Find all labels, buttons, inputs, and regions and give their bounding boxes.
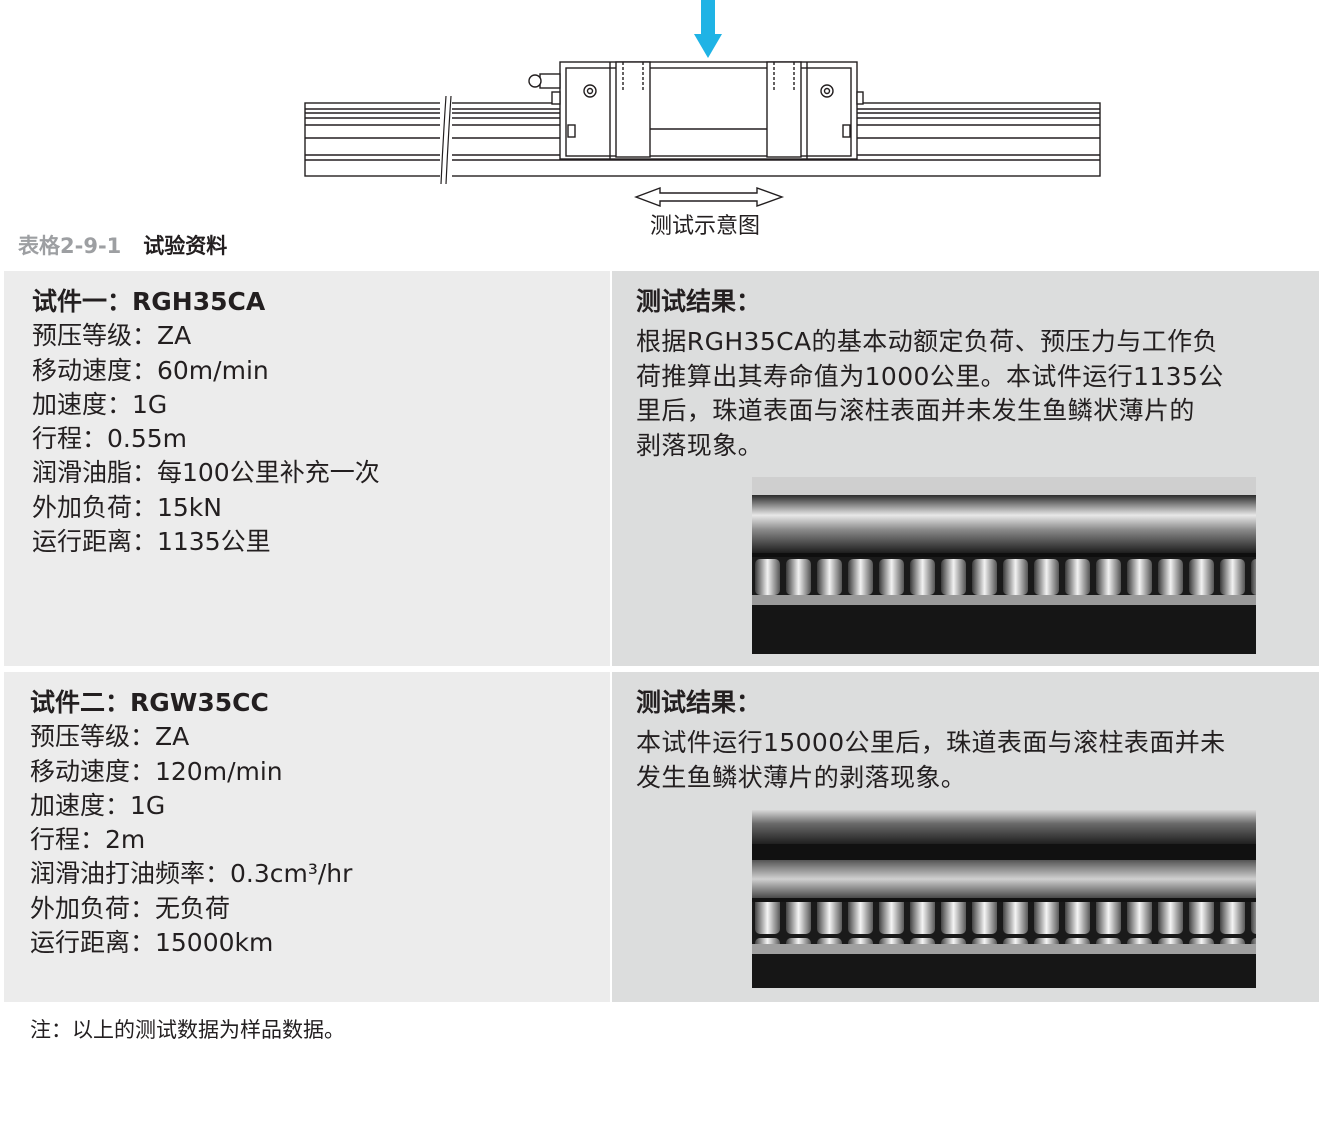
spec-lubrication-rate: 润滑油打油频率：0.3cm³/hr [30, 859, 353, 889]
spec-acceleration: 加速度：1G [32, 389, 168, 419]
motion-double-arrow-icon [634, 186, 785, 208]
test-specimen-name: 试件二：RGW35CC [30, 688, 269, 717]
diagram-caption: 测试示意图 [649, 214, 760, 239]
test-result: 测试结果： 根据RGH35CA的基本动额定负荷、预压力与工作负 荷推算出其寿命值… [636, 285, 1296, 463]
spec-running-distance: 运行距离：1135公里 [32, 527, 271, 557]
result-text: 本试件运行15000公里后，珠道表面与滚柱表面并未 发生鱼鳞状薄片的剥落现象。 [636, 726, 1296, 795]
spec-acceleration: 加速度：1G [30, 790, 166, 820]
test-spec-cell: 试件一：RGH35CA 预压等级：ZA 移动速度：60m/min 加速度：1G … [4, 271, 610, 666]
test-result-cell: 测试结果： 根据RGH35CA的基本动额定负荷、预压力与工作负 荷推算出其寿命值… [612, 271, 1319, 666]
table-number: 表格2-9-1 [18, 234, 122, 258]
rail-break-mark [440, 95, 452, 185]
table-title: 试验资料 [143, 234, 228, 258]
load-arrow-icon [694, 0, 722, 58]
spec-running-distance: 运行距离：15000km [30, 928, 274, 958]
carriage-block [528, 61, 864, 160]
spec-lubrication: 润滑油脂：每100公里补充一次 [32, 458, 380, 488]
test-row-2: 试件二：RGW35CC 预压等级：ZA 移动速度：120m/min 加速度：1G… [4, 672, 1319, 1002]
result-text: 根据RGH35CA的基本动额定负荷、预压力与工作负 荷推算出其寿命值为1000公… [636, 325, 1296, 463]
spec-stroke: 行程：0.55m [32, 424, 188, 454]
test-specimen-name: 试件一：RGH35CA [32, 287, 266, 316]
spec-speed: 移动速度：120m/min [30, 756, 283, 786]
test-spec-cell: 试件二：RGW35CC 预压等级：ZA 移动速度：120m/min 加速度：1G… [4, 672, 610, 1002]
spec-speed: 移动速度：60m/min [32, 355, 269, 385]
spec-external-load: 外加负荷：无负荷 [30, 893, 231, 923]
raceway-roller-photo [752, 810, 1256, 988]
spec-external-load: 外加负荷：15kN [32, 492, 222, 522]
test-row-1: 试件一：RGH35CA 预压等级：ZA 移动速度：60m/min 加速度：1G … [4, 271, 1319, 666]
result-line: 里后，珠道表面与滚柱表面并未发生鱼鳞状薄片的 [636, 396, 1195, 425]
spec-preload-class: 预压等级：ZA [30, 722, 190, 752]
raceway-roller-photo [752, 477, 1256, 654]
result-title: 测试结果： [636, 287, 762, 316]
result-line: 剥落现象。 [636, 430, 764, 460]
result-title: 测试结果： [636, 688, 762, 717]
result-line: 本试件运行15000公里后，珠道表面与滚柱表面并未 [636, 728, 1226, 757]
raceway-photo [752, 477, 1256, 654]
test-result: 测试结果： 本试件运行15000公里后，珠道表面与滚柱表面并未 发生鱼鳞状薄片的… [636, 686, 1296, 795]
result-line: 根据RGH35CA的基本动额定负荷、预压力与工作负 [636, 327, 1218, 356]
linear-guide-drawing [304, 0, 1101, 208]
test-spec-list: 试件一：RGH35CA 预压等级：ZA 移动速度：60m/min 加速度：1G … [32, 285, 380, 559]
result-line: 发生鱼鳞状薄片的剥落现象。 [636, 762, 967, 792]
test-schematic [0, 0, 1339, 215]
footnote: 注：以上的测试数据为样品数据。 [30, 1018, 345, 1042]
spec-preload-class: 预压等级：ZA [32, 321, 192, 351]
test-result-cell: 测试结果： 本试件运行15000公里后，珠道表面与滚柱表面并未 发生鱼鳞状薄片的… [612, 672, 1319, 1002]
table-caption: 表格2-9-1 试验资料 [18, 230, 227, 260]
test-spec-list: 试件二：RGW35CC 预压等级：ZA 移动速度：120m/min 加速度：1G… [30, 686, 352, 960]
spec-stroke: 行程：2m [30, 825, 146, 855]
result-line: 荷推算出其寿命值为1000公里。本试件运行1135公 [636, 361, 1224, 391]
raceway-photo [752, 810, 1256, 988]
